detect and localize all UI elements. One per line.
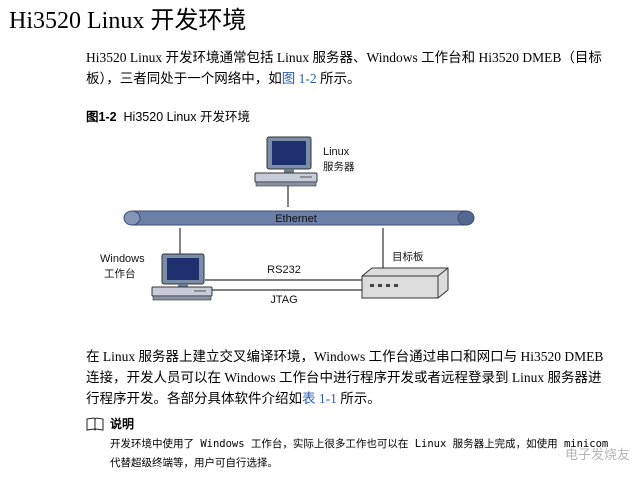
figure-number: 图1-2 xyxy=(86,110,117,124)
intro-paragraph: Hi3520 Linux 开发环境通常包括 Linux 服务器、Windows … xyxy=(86,47,614,89)
note-text: 开发环境中使用了 Windows 工作台，实际上很多工作也可以在 Linux 服… xyxy=(110,438,609,469)
figure-caption: 图1-2 Hi3520 Linux 开发环境 xyxy=(86,106,250,125)
windows-label: Windows xyxy=(100,253,145,265)
ethernet-bus: Ethernet xyxy=(123,210,475,226)
table-link[interactable]: 表 1-1 xyxy=(302,391,337,406)
target-board-icon xyxy=(361,267,449,299)
workstation-label: 工作台 xyxy=(104,267,136,280)
intro-text: Hi3520 Linux 开发环境通常包括 Linux 服务器、Windows … xyxy=(86,50,602,86)
figure-title: Hi3520 Linux 开发环境 xyxy=(123,110,250,124)
note-header: 说明 xyxy=(86,415,134,432)
rs232-label: RS232 xyxy=(267,264,301,276)
target-label: 目标板 xyxy=(392,250,424,263)
jtag-label: JTAG xyxy=(270,294,297,306)
body-text-end: 所示。 xyxy=(336,391,381,406)
intro-text-end: 所示。 xyxy=(316,71,361,86)
body-text: 在 Linux 服务器上建立交叉编译环境，Windows 工作台通过串口和网口与… xyxy=(86,349,604,406)
server-label: 服务器 xyxy=(323,160,355,173)
windows-workstation-computer-icon xyxy=(151,253,213,301)
page-title: Hi3520 Linux 开发环境 xyxy=(9,8,247,34)
ethernet-label: Ethernet xyxy=(275,213,317,225)
note-label: 说明 xyxy=(110,417,135,431)
figure-link[interactable]: 图 1-2 xyxy=(281,71,317,86)
watermark: 电子发烧友 xyxy=(564,448,630,463)
book-icon xyxy=(86,416,104,431)
body-paragraph: 在 Linux 服务器上建立交叉编译环境，Windows 工作台通过串口和网口与… xyxy=(86,346,614,409)
linux-server-computer-icon xyxy=(254,136,318,187)
linux-label: Linux xyxy=(323,146,350,158)
